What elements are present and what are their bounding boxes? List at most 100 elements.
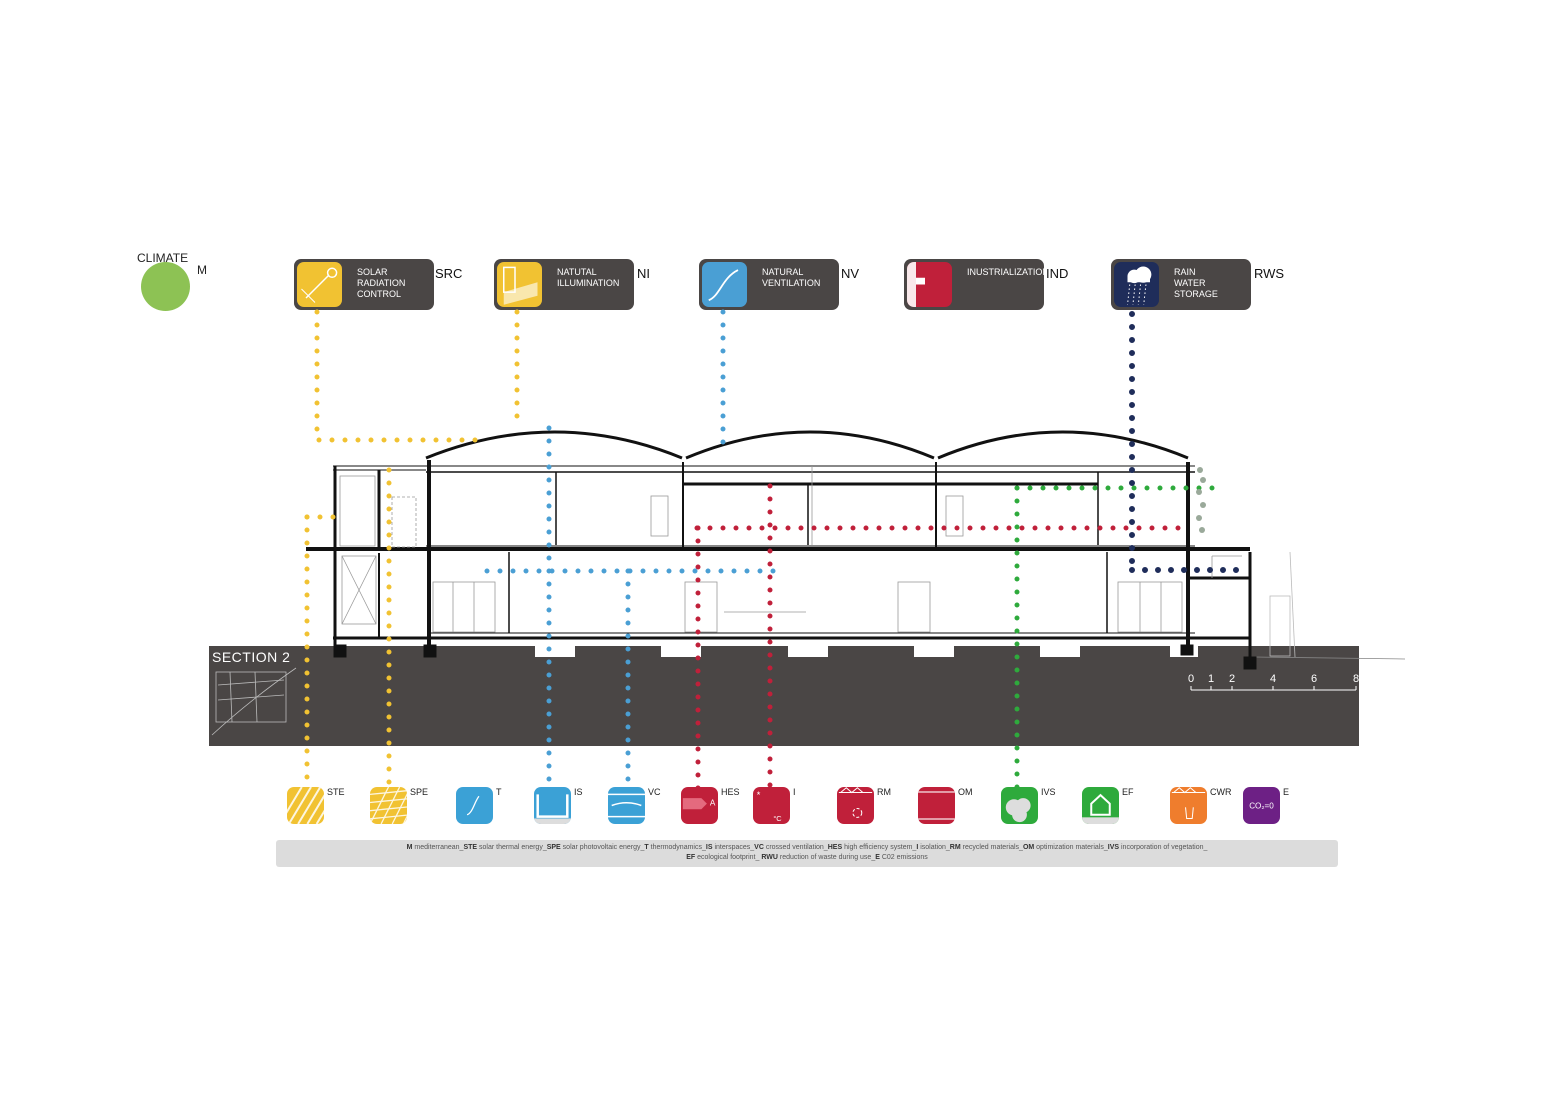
legend-description: thermodynamics_ xyxy=(648,844,706,851)
vegetation-icon xyxy=(1001,787,1038,824)
legend-code: RWU xyxy=(761,854,778,861)
navy-flow-lines xyxy=(1129,311,1248,573)
strategy-code: E xyxy=(1283,787,1290,797)
solar-panel-grid-icon xyxy=(370,787,407,824)
category-code: NI xyxy=(637,266,650,281)
foundation-pads xyxy=(535,643,1198,657)
strategy-code: VC xyxy=(648,787,661,797)
facade-vegetation xyxy=(1196,467,1206,533)
sun-radiation-icon xyxy=(297,262,342,307)
prefab-panel-icon xyxy=(907,262,952,307)
legend-description: crossed ventilation_ xyxy=(763,844,828,851)
legend-code: EF xyxy=(686,854,696,861)
legend-code: RM xyxy=(949,844,961,851)
building-structure xyxy=(306,430,1257,670)
red-flow-lines xyxy=(694,483,1188,793)
climate-circle xyxy=(141,262,190,311)
legend-code: E xyxy=(875,854,880,861)
legend-description: isolation_ xyxy=(918,844,950,851)
climate-code: M xyxy=(197,263,207,277)
air-flow-icon xyxy=(702,262,747,307)
section-label: SECTION 2 xyxy=(212,649,291,665)
legend-code: T xyxy=(644,844,649,851)
legend-description: reduction of waste during use_ xyxy=(777,854,876,861)
legend-code: OM xyxy=(1022,844,1035,851)
legend-code: M xyxy=(406,844,413,851)
efficiency-tag-icon: A xyxy=(681,787,718,824)
legend-description: mediterranean_ xyxy=(412,844,464,851)
legend-line-2: EF ecological footprint_ RWU reduction o… xyxy=(276,853,1338,863)
scale-tick-label: 1 xyxy=(1208,673,1215,685)
thermo-curve-icon xyxy=(456,787,493,824)
category-code: RWS xyxy=(1254,266,1285,281)
window-light-icon xyxy=(497,262,542,307)
svg-text:A: A xyxy=(710,799,716,808)
category-name: SOLAR RADIATION CONTROL xyxy=(357,267,406,299)
green-flow-lines xyxy=(1014,485,1220,793)
strategy-code: RM xyxy=(877,787,891,797)
scale-tick-label: 4 xyxy=(1270,673,1277,685)
strategy-code: SPE xyxy=(410,787,429,797)
ground-block xyxy=(209,646,1359,746)
legend-code: STE xyxy=(463,844,478,851)
blue-flow-lines xyxy=(484,309,788,793)
strategy-code: T xyxy=(496,787,502,797)
legend-code: IS xyxy=(705,844,713,851)
co2-icon: CO₂=0 xyxy=(1243,787,1280,824)
category-box-src: SOLAR RADIATION CONTROL xyxy=(294,259,434,310)
legend-code: SPE xyxy=(546,844,561,851)
legend-line-1: M mediterranean_STE solar thermal energy… xyxy=(276,843,1338,853)
category-code: NV xyxy=(841,266,860,281)
recycle-icon xyxy=(837,787,874,824)
legend-bar: M mediterranean_STE solar thermal energy… xyxy=(276,840,1338,867)
category-box-rws: RAIN WATER STORAGE xyxy=(1111,259,1251,310)
rain-cloud-icon xyxy=(1114,262,1159,307)
legend-description: incorporation of vegetation_ xyxy=(1119,844,1208,851)
solar-thermal-icon xyxy=(287,787,324,824)
strategy-code: IVS xyxy=(1041,787,1056,797)
interspace-icon xyxy=(534,787,571,824)
waste-bin-icon xyxy=(1170,787,1207,824)
strategy-code: HES xyxy=(721,787,740,797)
legend-description: optimization materials_ xyxy=(1034,844,1108,851)
legend-description: C02 emissions xyxy=(879,854,928,861)
strategy-code: I xyxy=(793,787,796,797)
legend-code: I xyxy=(916,844,919,851)
svg-text:*: * xyxy=(757,790,761,800)
legend-description: high efficiency system_ xyxy=(842,844,917,851)
insulation-temperature-icon: * °C xyxy=(753,787,790,824)
category-code: SRC xyxy=(435,266,463,281)
category-box-ni: NATUTAL ILLUMINATION xyxy=(494,259,634,310)
category-code: IND xyxy=(1046,266,1069,281)
site-thumbnail xyxy=(211,667,297,736)
category-name: RAIN WATER STORAGE xyxy=(1174,267,1218,299)
scale-tick-label: 2 xyxy=(1229,673,1236,685)
yellow-flow-lines xyxy=(304,309,520,793)
legend-description: ecological footprint_ xyxy=(695,854,762,861)
legend-description: recycled materials_ xyxy=(960,844,1023,851)
legend-description: solar photovoltaic energy_ xyxy=(560,844,645,851)
strategy-code: STE xyxy=(327,787,345,797)
legend-code: IVS xyxy=(1107,844,1120,851)
strategy-code: EF xyxy=(1122,787,1134,797)
scale-tick-label: 0 xyxy=(1188,673,1195,685)
svg-text:CO₂=0: CO₂=0 xyxy=(1249,801,1274,810)
legend-description: solar thermal energy_ xyxy=(477,844,547,851)
strategy-code: IS xyxy=(574,787,583,797)
category-name: NATURAL VENTILATION xyxy=(762,267,821,288)
cross-ventilation-icon xyxy=(608,787,645,824)
svg-text:°C: °C xyxy=(773,814,782,823)
legend-code: HES xyxy=(827,844,843,851)
category-box-nv: NATURAL VENTILATION xyxy=(699,259,839,310)
scale-tick-label: 6 xyxy=(1311,673,1318,685)
interior-details xyxy=(339,466,1242,633)
category-name: NATUTAL ILLUMINATION xyxy=(557,267,620,288)
scale-tick-label: 8 xyxy=(1353,673,1360,685)
strategy-code: CWR xyxy=(1210,787,1232,797)
strategy-code: OM xyxy=(958,787,973,797)
legend-code: VC xyxy=(754,844,764,851)
legend-description: interspaces_ xyxy=(712,844,755,851)
category-name: INUSTRIALIZATION xyxy=(967,267,1049,277)
house-footprint-icon xyxy=(1082,787,1119,824)
